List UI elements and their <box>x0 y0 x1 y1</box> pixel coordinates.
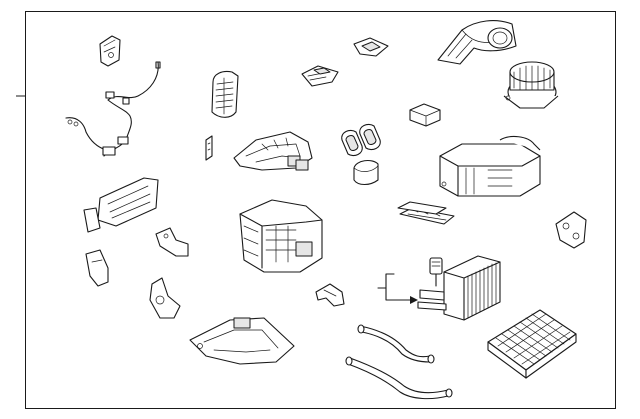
bracket-left <box>83 177 159 233</box>
drain-hose-elbow <box>315 283 345 307</box>
heater-hose <box>357 324 435 364</box>
blower-case-cover <box>437 20 517 65</box>
wiring-harness <box>65 61 161 157</box>
foam-cap <box>353 159 379 186</box>
heater-core-cover <box>99 35 121 67</box>
evaporator-core <box>417 255 501 321</box>
mounting-bracket <box>555 211 587 249</box>
hvac-air-duct <box>233 131 313 171</box>
vent-grille <box>211 70 239 118</box>
expansion-valve <box>429 257 443 287</box>
small-bracket <box>155 227 189 257</box>
blower-motor <box>503 61 559 109</box>
actuator-gasket <box>353 37 389 57</box>
diagram-frame <box>25 11 616 409</box>
resistor <box>409 103 441 127</box>
actuator-motor <box>149 277 181 319</box>
air-deflector-small <box>301 65 339 87</box>
heater-case <box>239 199 323 273</box>
evaporator-case <box>439 135 541 197</box>
drain-hose <box>345 356 453 400</box>
seal-strips <box>397 201 455 225</box>
duct-seal-pair <box>341 123 381 157</box>
floor-duct-bracket <box>189 317 295 365</box>
mode-door-link <box>205 135 213 161</box>
side-plate <box>85 249 109 287</box>
cabin-air-filter <box>487 309 577 379</box>
callout-bracket <box>377 273 418 304</box>
